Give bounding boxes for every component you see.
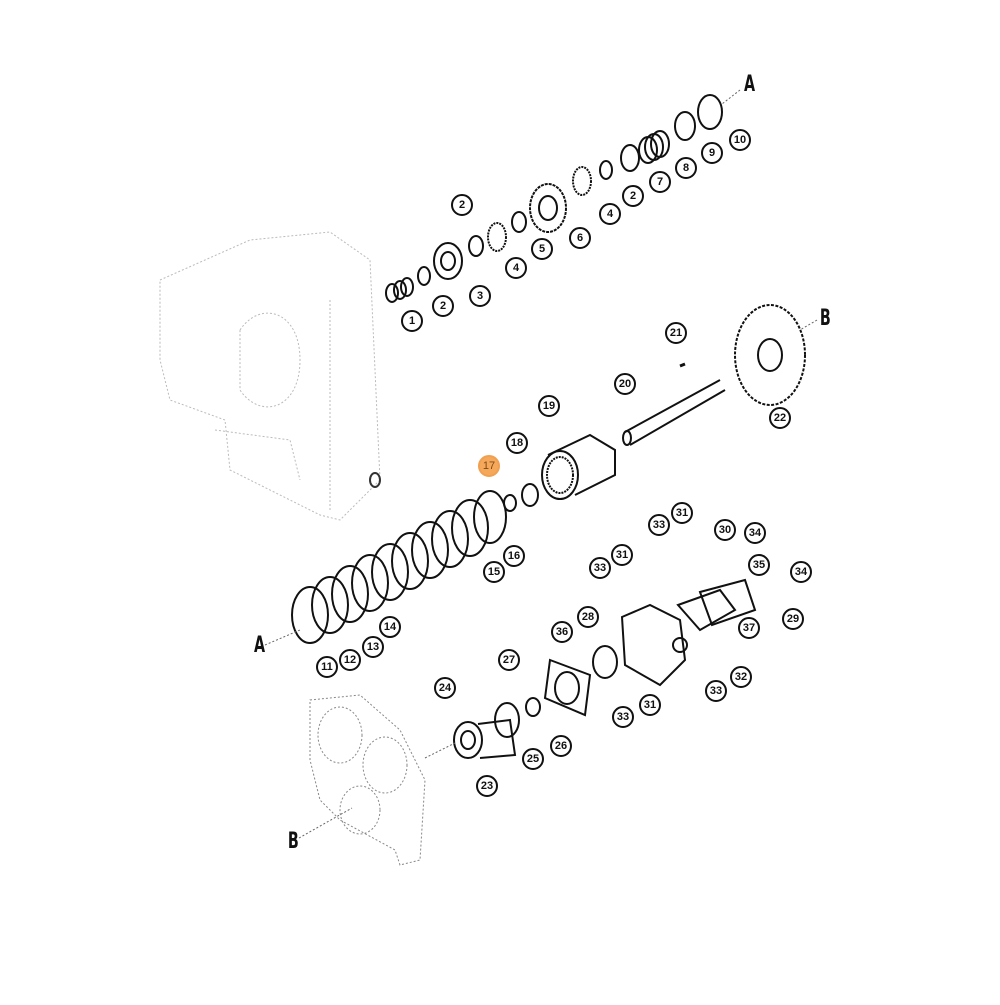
part-callout-2[interactable]: 2 bbox=[451, 194, 473, 216]
part-callout-31[interactable]: 31 bbox=[671, 502, 693, 524]
leader-lines bbox=[264, 89, 818, 839]
part-callout-33[interactable]: 33 bbox=[705, 680, 727, 702]
part-callout-13[interactable]: 13 bbox=[362, 636, 384, 658]
reference-letter-a: A bbox=[743, 72, 756, 97]
upper-gear-stack bbox=[385, 94, 723, 303]
part-callout-30[interactable]: 30 bbox=[714, 519, 736, 541]
part-callout-12[interactable]: 12 bbox=[339, 649, 361, 671]
part-callout-2[interactable]: 2 bbox=[432, 295, 454, 317]
part-callout-5[interactable]: 5 bbox=[531, 238, 553, 260]
clutch-pack bbox=[291, 490, 507, 644]
part-callout-19[interactable]: 19 bbox=[538, 395, 560, 417]
part-callout-16[interactable]: 16 bbox=[503, 545, 525, 567]
part-callout-10[interactable]: 10 bbox=[729, 129, 751, 151]
part-callout-4[interactable]: 4 bbox=[505, 257, 527, 279]
part-callout-18[interactable]: 18 bbox=[506, 432, 528, 454]
part-callout-37[interactable]: 37 bbox=[738, 617, 760, 639]
part-callout-33[interactable]: 33 bbox=[648, 514, 670, 536]
part-callout-17[interactable]: 17 bbox=[478, 455, 500, 477]
part-callout-6[interactable]: 6 bbox=[569, 227, 591, 249]
part-callout-32[interactable]: 32 bbox=[730, 666, 752, 688]
cover-plate bbox=[309, 694, 426, 866]
part-callout-33[interactable]: 33 bbox=[589, 557, 611, 579]
part-callout-4[interactable]: 4 bbox=[599, 203, 621, 225]
part-callout-26[interactable]: 26 bbox=[550, 735, 572, 757]
part-callout-24[interactable]: 24 bbox=[434, 677, 456, 699]
pump-housing-assembly bbox=[453, 578, 757, 759]
part-callout-34[interactable]: 34 bbox=[790, 561, 812, 583]
part-callout-29[interactable]: 29 bbox=[782, 608, 804, 630]
part-callout-15[interactable]: 15 bbox=[483, 561, 505, 583]
part-callout-31[interactable]: 31 bbox=[611, 544, 633, 566]
part-callout-3[interactable]: 3 bbox=[469, 285, 491, 307]
part-callout-9[interactable]: 9 bbox=[701, 142, 723, 164]
part-callout-23[interactable]: 23 bbox=[476, 775, 498, 797]
part-callout-28[interactable]: 28 bbox=[577, 606, 599, 628]
part-callout-21[interactable]: 21 bbox=[665, 322, 687, 344]
reference-letter-b: B bbox=[819, 306, 831, 331]
part-callout-35[interactable]: 35 bbox=[748, 554, 770, 576]
part-callout-1[interactable]: 1 bbox=[401, 310, 423, 332]
part-callout-34[interactable]: 34 bbox=[744, 522, 766, 544]
part-callout-8[interactable]: 8 bbox=[675, 157, 697, 179]
part-callout-7[interactable]: 7 bbox=[649, 171, 671, 193]
transmission-housing bbox=[159, 231, 381, 521]
part-callout-33[interactable]: 33 bbox=[612, 706, 634, 728]
part-callout-27[interactable]: 27 bbox=[498, 649, 520, 671]
part-callout-25[interactable]: 25 bbox=[522, 748, 544, 770]
part-callout-22[interactable]: 22 bbox=[769, 407, 791, 429]
part-callout-14[interactable]: 14 bbox=[379, 616, 401, 638]
part-callout-11[interactable]: 11 bbox=[316, 656, 338, 678]
reference-letter-b: B bbox=[287, 829, 299, 854]
part-callout-2[interactable]: 2 bbox=[622, 185, 644, 207]
part-callout-20[interactable]: 20 bbox=[614, 373, 636, 395]
part-callout-31[interactable]: 31 bbox=[639, 694, 661, 716]
reference-letter-a: A bbox=[253, 633, 266, 658]
part-callout-36[interactable]: 36 bbox=[551, 621, 573, 643]
